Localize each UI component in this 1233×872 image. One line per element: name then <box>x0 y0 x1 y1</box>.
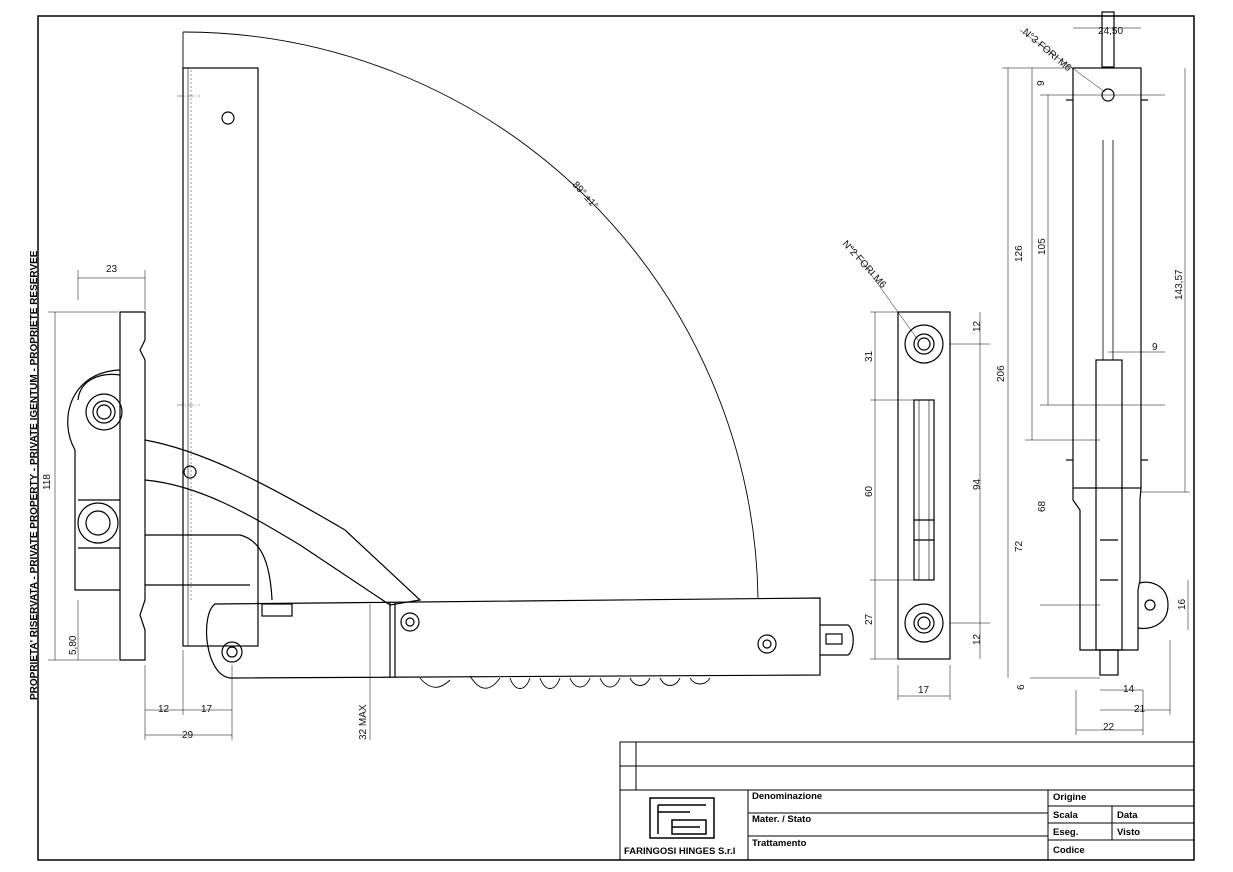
label-codice: Codice <box>1053 845 1085 856</box>
label-scala: Scala <box>1053 810 1079 821</box>
dim-32-max: 32 MAX <box>358 704 369 740</box>
company-name: FARINGOSI HINGES S.r.l <box>624 846 735 857</box>
dim-21: 21 <box>1134 704 1146 715</box>
dim-72: 72 <box>1014 540 1025 552</box>
dim-105: 105 <box>1037 238 1048 255</box>
label-visto: Visto <box>1117 827 1140 838</box>
dim-12-top: 12 <box>972 320 983 332</box>
left-view <box>48 31 854 740</box>
dim-31: 31 <box>864 350 875 362</box>
right-view <box>1002 11 1190 735</box>
dim-6: 6 <box>1016 684 1027 690</box>
dim-5-80: 5,80 <box>68 635 79 655</box>
link-arm <box>144 439 422 606</box>
title-block <box>619 741 1195 861</box>
dim-14: 14 <box>1123 684 1135 695</box>
dim-24-50: 24,50 <box>1098 26 1123 37</box>
angle-label: 89° ±1° <box>570 180 600 212</box>
dim-23: 23 <box>106 264 118 275</box>
dim-16: 16 <box>1177 598 1188 610</box>
horizontal-arm <box>205 597 821 679</box>
drawing-frame <box>37 15 1195 861</box>
dim-143-57: 143,57 <box>1174 269 1185 300</box>
holes-label-top: N°3 FORI M6 <box>1020 27 1073 74</box>
label-mater-stato: Mater. / Stato <box>752 814 811 825</box>
property-note: PROPRIETA' RISERVATA - PRIVATE PROPERTY … <box>29 250 40 700</box>
plate-view <box>849 244 990 700</box>
label-origine: Origine <box>1053 792 1086 803</box>
dim-22: 22 <box>1103 722 1115 733</box>
dim-27: 27 <box>864 613 875 625</box>
dim-17-plate: 17 <box>918 685 930 696</box>
dim-60: 60 <box>864 485 875 497</box>
company-logo <box>649 797 715 839</box>
dim-126: 126 <box>1014 245 1025 262</box>
dim-94: 94 <box>972 478 983 490</box>
dim-12: 12 <box>158 704 170 715</box>
dim-17: 17 <box>201 704 213 715</box>
mounting-plate <box>119 311 146 661</box>
holes-label-side: N°2 FORI M6 <box>840 239 889 291</box>
label-trattamento: Trattamento <box>752 838 807 849</box>
dim-29: 29 <box>182 730 194 741</box>
dim-118: 118 <box>42 474 53 490</box>
channel-body <box>1072 67 1142 489</box>
label-data: Data <box>1117 810 1138 821</box>
door-panel <box>182 67 259 647</box>
label-eseg: Eseg. <box>1053 827 1078 838</box>
plate <box>897 311 951 660</box>
dim-9-mid: 9 <box>1152 342 1158 353</box>
dim-12-bottom: 12 <box>972 633 983 645</box>
spring <box>419 675 711 689</box>
label-denominazione: Denominazione <box>752 791 822 802</box>
dim-68: 68 <box>1037 500 1048 512</box>
dim-9-top: 9 <box>1036 80 1047 86</box>
dim-206: 206 <box>996 365 1007 382</box>
opening-arc <box>182 31 759 599</box>
